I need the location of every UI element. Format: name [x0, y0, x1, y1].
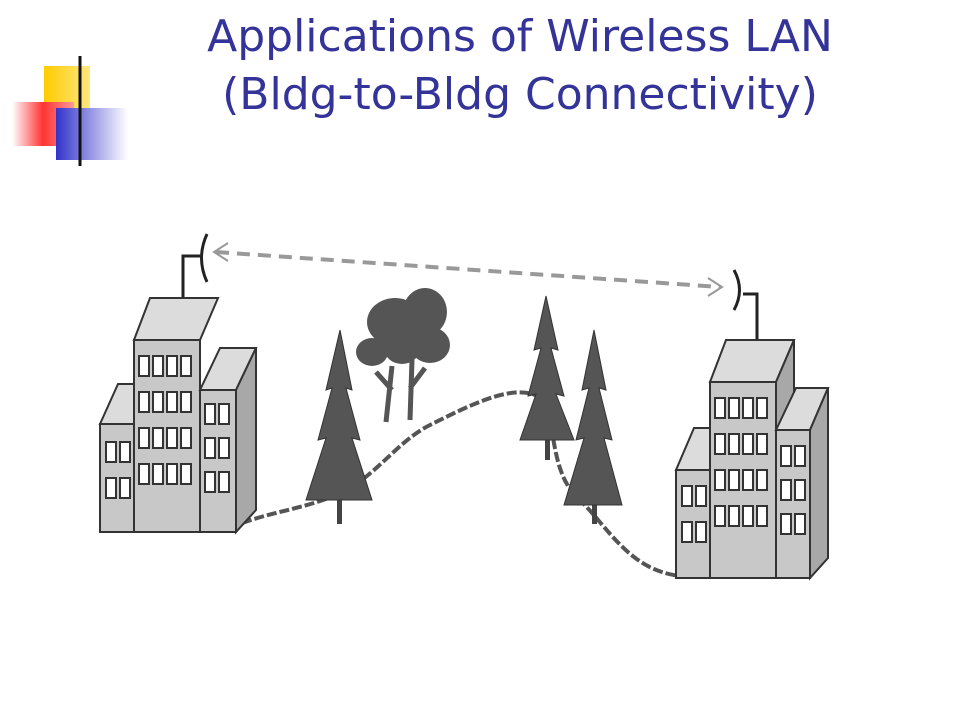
window: [756, 505, 768, 527]
deco-blue-square: [56, 108, 128, 160]
window: [138, 355, 150, 377]
window: [695, 485, 707, 507]
window: [742, 505, 754, 527]
window: [152, 463, 164, 485]
window: [204, 471, 216, 493]
window: [742, 433, 754, 455]
window: [714, 469, 726, 491]
window: [780, 479, 792, 501]
window: [728, 505, 740, 527]
window: [180, 427, 192, 449]
left-building-windows: [105, 355, 230, 499]
window: [794, 479, 806, 501]
window: [138, 427, 150, 449]
window: [152, 391, 164, 413]
window: [138, 463, 150, 485]
window: [728, 397, 740, 419]
window: [780, 513, 792, 535]
window: [794, 445, 806, 467]
window: [119, 441, 131, 463]
window: [119, 477, 131, 499]
window: [152, 427, 164, 449]
window: [681, 485, 693, 507]
slide-title: Applications of Wireless LAN (Bldg-to-Bl…: [150, 8, 890, 124]
window: [756, 397, 768, 419]
window: [728, 469, 740, 491]
link-arrowhead-right: [707, 277, 724, 297]
title-line-1: Applications of Wireless LAN: [207, 11, 833, 62]
pine-tree-left-icon: [305, 329, 373, 524]
window: [180, 391, 192, 413]
window: [204, 403, 216, 425]
window: [681, 521, 693, 543]
window: [152, 355, 164, 377]
window: [714, 433, 726, 455]
window: [714, 397, 726, 419]
window: [695, 521, 707, 543]
wireless-link: [212, 242, 724, 297]
window: [180, 463, 192, 485]
window: [794, 513, 806, 535]
window: [742, 397, 754, 419]
pine-tree-right-1-icon: [519, 295, 575, 460]
window: [204, 437, 216, 459]
window: [166, 355, 178, 377]
link-arrowhead-left: [212, 242, 229, 262]
window: [714, 505, 726, 527]
window: [166, 427, 178, 449]
title-decoration: [12, 56, 880, 166]
window: [138, 391, 150, 413]
window: [180, 355, 192, 377]
window: [742, 469, 754, 491]
window: [756, 433, 768, 455]
pine-tree-right-2-icon: [563, 329, 623, 524]
window: [218, 437, 230, 459]
window: [218, 403, 230, 425]
broadleaf-tree-icon: [356, 288, 450, 423]
right-building-windows: [681, 397, 806, 543]
window: [105, 441, 117, 463]
window: [780, 445, 792, 467]
bldg-to-bldg-diagram: [98, 233, 830, 581]
right-antenna-icon: [732, 269, 759, 350]
title-line-2: (Bldg-to-Bldg Connectivity): [222, 69, 818, 120]
window: [756, 469, 768, 491]
window: [218, 471, 230, 493]
window: [166, 463, 178, 485]
window: [105, 477, 117, 499]
window: [728, 433, 740, 455]
window: [166, 391, 178, 413]
